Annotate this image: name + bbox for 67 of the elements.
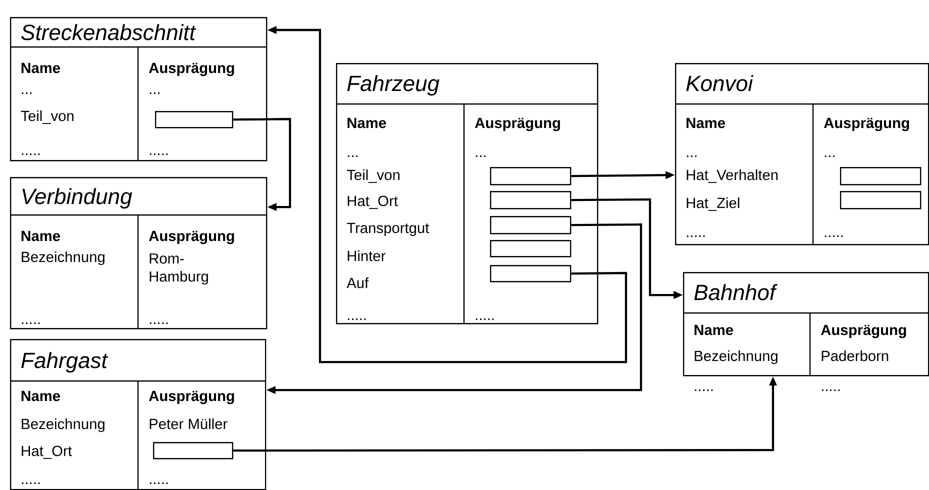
- table-box: [10, 339, 266, 490]
- table-cell: ...: [150, 92, 160, 94]
- slot-box: [490, 216, 572, 234]
- table-cell: Peter Müller: [150, 418, 228, 430]
- table-cell: Hat_Ort: [22, 446, 72, 459]
- arrow: [233, 118, 292, 212]
- table-cell: .....: [476, 318, 494, 320]
- table-cell: Bezeichnung: [22, 418, 104, 432]
- table-box: [675, 63, 929, 246]
- table-cell: .....: [822, 389, 840, 391]
- column-header: Ausprägung: [474, 118, 560, 132]
- table-title: Streckenabschnitt: [21, 24, 196, 40]
- table-cell: Hat_Ort: [348, 196, 398, 209]
- table-title: Fahrgast: [21, 352, 108, 373]
- column-header: Ausprägung: [824, 118, 909, 132]
- table-cell: .....: [150, 322, 168, 324]
- column-header: Ausprägung: [148, 390, 234, 404]
- slot-box: [155, 111, 234, 128]
- column-header: Name: [22, 62, 60, 74]
- table-box: [683, 272, 929, 391]
- table-cell: .....: [150, 153, 168, 155]
- column-header: Name: [694, 324, 734, 336]
- table-cell: Hinter: [348, 250, 386, 262]
- table-box: [10, 177, 268, 330]
- table-cell: .....: [22, 322, 40, 324]
- column-header: Name: [22, 230, 60, 242]
- table-cell: Teil_von: [20, 110, 74, 124]
- slot-box: [490, 265, 572, 282]
- slot-box: [840, 167, 922, 186]
- table-cell: ...: [348, 155, 358, 157]
- table-title: Verbindung: [22, 188, 132, 209]
- table-cell: Hat_Ziel: [686, 197, 740, 211]
- column-header: Name: [22, 390, 60, 402]
- table-cell: Bezeichnung: [694, 350, 778, 364]
- table-box: [10, 17, 268, 162]
- table-cell: ...: [476, 155, 486, 157]
- table-cell: Transportgut: [346, 222, 430, 236]
- column-header: Name: [686, 118, 726, 128]
- table-cell: Bezeichnung: [22, 251, 104, 266]
- table-cell: .....: [150, 482, 168, 484]
- table-cell: .....: [22, 153, 40, 155]
- table-cell: .....: [22, 482, 40, 484]
- slot-box: [840, 191, 922, 210]
- table-title: Bahnhof: [694, 284, 778, 300]
- slot-box: [490, 240, 572, 258]
- table-cell: .....: [824, 235, 843, 237]
- column-header: Ausprägung: [820, 324, 906, 338]
- slot-box: [153, 442, 234, 460]
- slot-box: [490, 191, 572, 210]
- table-cell: Teil_von: [346, 169, 400, 183]
- slot-box: [490, 167, 572, 186]
- column-header: Ausprägung: [148, 62, 234, 76]
- table-cell: ...: [824, 155, 834, 157]
- column-header: Name: [348, 118, 386, 128]
- table-cell: .....: [348, 318, 366, 320]
- table-cell: .....: [686, 235, 705, 237]
- table-cell: Rom- Hamburg: [150, 253, 208, 285]
- table-box: [336, 63, 598, 324]
- table-cell: ...: [686, 155, 696, 157]
- table-cell: .....: [694, 389, 713, 391]
- table-cell: Auf: [346, 277, 369, 288]
- table-cell: Paderborn: [822, 350, 888, 362]
- table-title: Konvoi: [686, 75, 754, 92]
- table-cell: Hat_Verhalten: [686, 169, 778, 183]
- column-header: Ausprägung: [148, 230, 234, 244]
- table-cell: ...: [22, 92, 32, 94]
- table-title: Fahrzeug: [347, 75, 440, 96]
